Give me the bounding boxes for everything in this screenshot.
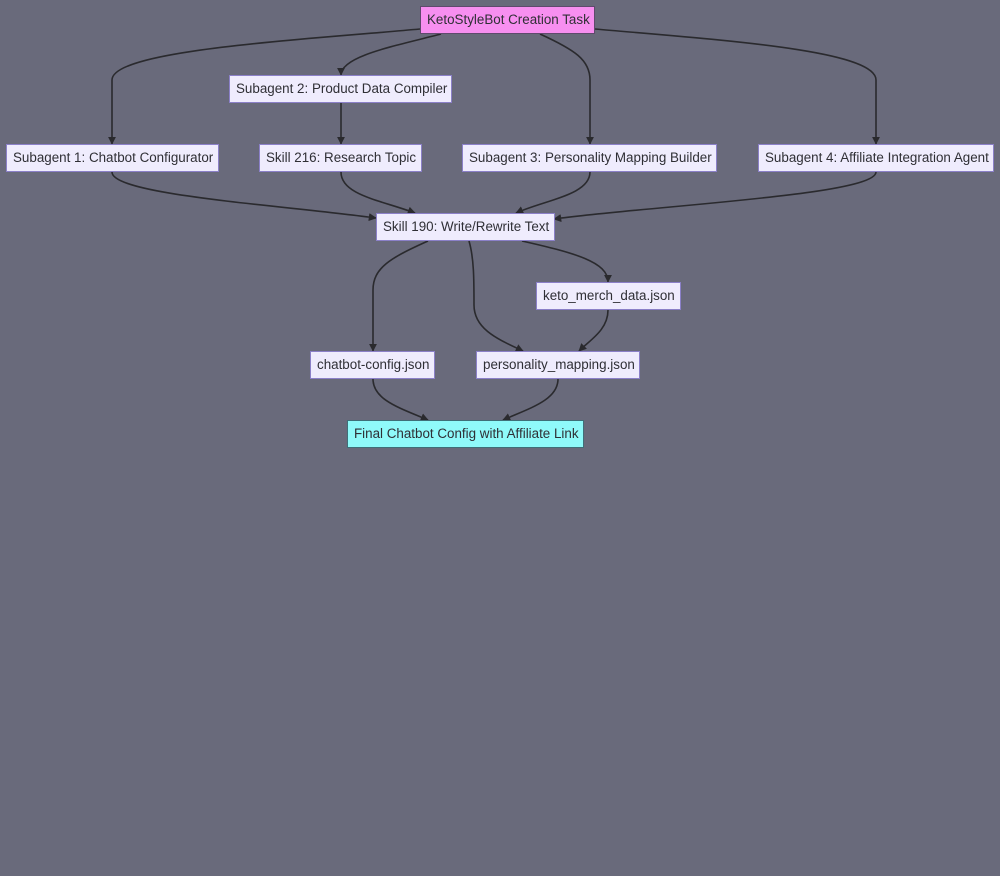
node-final-chatbot-config-with-affiliate-link[interactable]: Final Chatbot Config with Affiliate Link	[347, 420, 584, 448]
edge-subagent1-to-skill190	[111, 171, 377, 221]
edge-root-to-subagent1	[108, 28, 421, 145]
node-ketostylebot-creation-task[interactable]: KetoStyleBot Creation Task	[420, 6, 595, 34]
edge-personality-mapping-to-final	[502, 378, 559, 421]
node-skill-216-research-topic[interactable]: Skill 216: Research Topic	[259, 144, 422, 172]
edge-skill190-to-personality-mapping	[468, 240, 524, 352]
edge-chatbot-config-to-final	[372, 378, 429, 421]
edge-skill190-to-chatbot-config	[369, 240, 429, 352]
node-subagent-1-chatbot-configurator[interactable]: Subagent 1: Chatbot Configurator	[6, 144, 219, 172]
node-subagent-4-affiliate-integration-agent[interactable]: Subagent 4: Affiliate Integration Agent	[758, 144, 994, 172]
node-personality-mapping-json[interactable]: personality_mapping.json	[476, 351, 640, 379]
node-keto-merch-data-json[interactable]: keto_merch_data.json	[536, 282, 681, 310]
edge-skill216-to-skill190	[340, 171, 416, 215]
edge-root-to-subagent3	[539, 33, 594, 145]
edge-root-to-subagent2	[337, 33, 442, 76]
edge-subagent3-to-skill190	[515, 171, 591, 214]
edge-skill190-to-keto-merch	[521, 240, 612, 283]
edge-keto-merch-to-personality-mapping	[578, 309, 609, 352]
node-subagent-3-personality-mapping-builder[interactable]: Subagent 3: Personality Mapping Builder	[462, 144, 717, 172]
node-subagent-2-product-data-compiler[interactable]: Subagent 2: Product Data Compiler	[229, 75, 452, 103]
edge-root-to-subagent4	[594, 28, 880, 145]
node-chatbot-config-json[interactable]: chatbot-config.json	[310, 351, 435, 379]
node-skill-190-write-rewrite-text[interactable]: Skill 190: Write/Rewrite Text	[376, 213, 555, 241]
edge-subagent4-to-skill190	[553, 171, 877, 223]
